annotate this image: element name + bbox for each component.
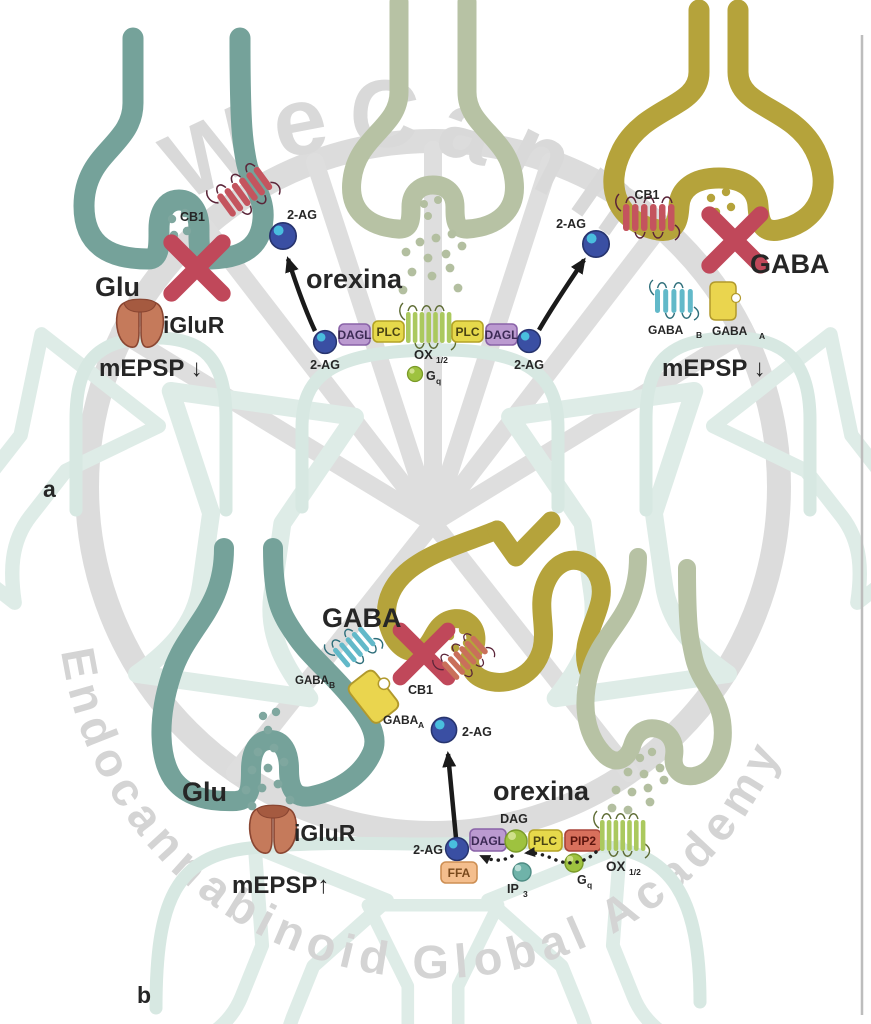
gabab-label-b: GABA (295, 675, 329, 687)
gq-label-b: G (577, 873, 587, 887)
orexin-label-b: orexina (493, 776, 590, 806)
ip3-label-b: IP (507, 882, 519, 896)
dagl-label-b: DAGL (471, 834, 505, 848)
two-ag-dot-near-cb1-b (430, 716, 458, 744)
signaling-dotted-arrows-b (479, 847, 598, 865)
plc-label-left-a: PLC (377, 325, 401, 339)
watermark-emblem: WeCann Endocannabinoid Global Academy (0, 59, 871, 1024)
pip2-label-b: PIP2 (570, 834, 596, 848)
gaba-label-a: GABA (750, 249, 830, 279)
dagl-label-left-a: DAGL (338, 328, 372, 342)
gaba-axon-b (487, 511, 561, 567)
gq-sub-label-a: q (436, 376, 441, 386)
gabaa-label-b: GABA (383, 713, 419, 727)
two-ag-dot-cascade-b (444, 836, 470, 862)
mepsp-label-gaba-a: mEPSP ↓ (662, 355, 766, 382)
gabaa-label-a: GABA (712, 324, 748, 338)
two-ag-label-cascade-right-a: 2-AG (514, 358, 544, 372)
orexin-label-a: orexina (306, 264, 403, 294)
ox-label-a: OX (414, 347, 433, 362)
panel-b-label: b (137, 982, 151, 1008)
iglur-label-b: iGluR (294, 820, 356, 846)
two-ag-dot-cascade-right-a (516, 328, 542, 354)
ffa-box-b (440, 861, 478, 884)
two-ag-label-near-cb1-b: 2-AG (462, 725, 492, 739)
plc-box-right-a (451, 320, 484, 343)
gabab-receptor-a (649, 279, 700, 321)
two-ag-label-cascade-b: 2-AG (413, 843, 443, 857)
ip3-molecule-b (512, 862, 532, 882)
panel-a-label: a (43, 476, 56, 502)
gaba-terminal-b (377, 520, 611, 692)
plc-label-b: PLC (533, 834, 557, 848)
gq-sub-label-b: q (587, 880, 592, 890)
glu-terminal-b (151, 538, 385, 812)
gaba-terminal-a (603, 0, 834, 241)
gabab-sub-label-a: B (696, 330, 702, 340)
gaba-label-b: GABA (322, 603, 402, 633)
arrow-2ag-left-a (285, 256, 318, 332)
dagl-box-right-a (485, 323, 518, 346)
plc-label-right-a: PLC (456, 325, 480, 339)
arrow-2ag-b (442, 751, 459, 839)
plc-box-b (528, 829, 563, 852)
dag-label-b: DAG (500, 812, 528, 826)
two-ag-dot-left-a (268, 221, 298, 251)
two-ag-label-right-a: 2-AG (556, 217, 586, 231)
plc-box-left-a (372, 320, 405, 343)
orexin-release-dots-b (607, 747, 669, 815)
ox-label-b: OX (606, 859, 626, 874)
gabab-label-a: GABA (648, 323, 684, 337)
mepsp-label-glu-a: mEPSP ↓ (99, 355, 203, 382)
arrow-2ag-right-a (537, 257, 586, 332)
gabaa-sub-label-a: A (759, 331, 765, 341)
mepsp-label-b: mEPSP↑ (232, 872, 329, 899)
postsynaptic-outline-b (149, 836, 707, 1015)
cb1-label-glu-a: CB1 (180, 210, 205, 224)
orexin-terminal-a (342, 0, 524, 239)
ffa-label-b: FFA (448, 866, 471, 880)
gabab-sub-label-b: B (329, 680, 335, 690)
gabaa-receptor-a (709, 281, 742, 321)
gq-protein-b (564, 853, 584, 873)
gabaa-sub-label-b: A (418, 720, 424, 730)
ip3-sub-label-b: 3 (523, 889, 528, 899)
dagl-box-left-a (338, 323, 371, 346)
ox-sub-label-a: 1/2 (436, 355, 448, 365)
dag-molecule-b (504, 829, 528, 853)
ox-sub-label-b: 1/2 (629, 867, 641, 877)
orexin-release-dots-a (398, 196, 467, 295)
cb1-label-b: CB1 (408, 683, 433, 697)
gq-protein-a (406, 365, 424, 383)
glu-label-a: Glu (95, 272, 140, 302)
gq-label-a: G (426, 369, 436, 383)
two-ag-label-cascade-left-a: 2-AG (310, 358, 340, 372)
orexin-terminal-b (576, 548, 732, 786)
glu-release-dots-b (241, 707, 295, 811)
cb1-label-gaba-a: CB1 (634, 188, 659, 202)
glu-label-b: Glu (182, 777, 227, 807)
two-ag-dot-right-a (581, 229, 611, 259)
iglur-label-a: iGluR (163, 312, 225, 338)
two-ag-dot-cascade-left-a (312, 329, 338, 355)
two-ag-label-left-a: 2-AG (287, 208, 317, 222)
dagl-label-right-a: DAGL (485, 328, 519, 342)
